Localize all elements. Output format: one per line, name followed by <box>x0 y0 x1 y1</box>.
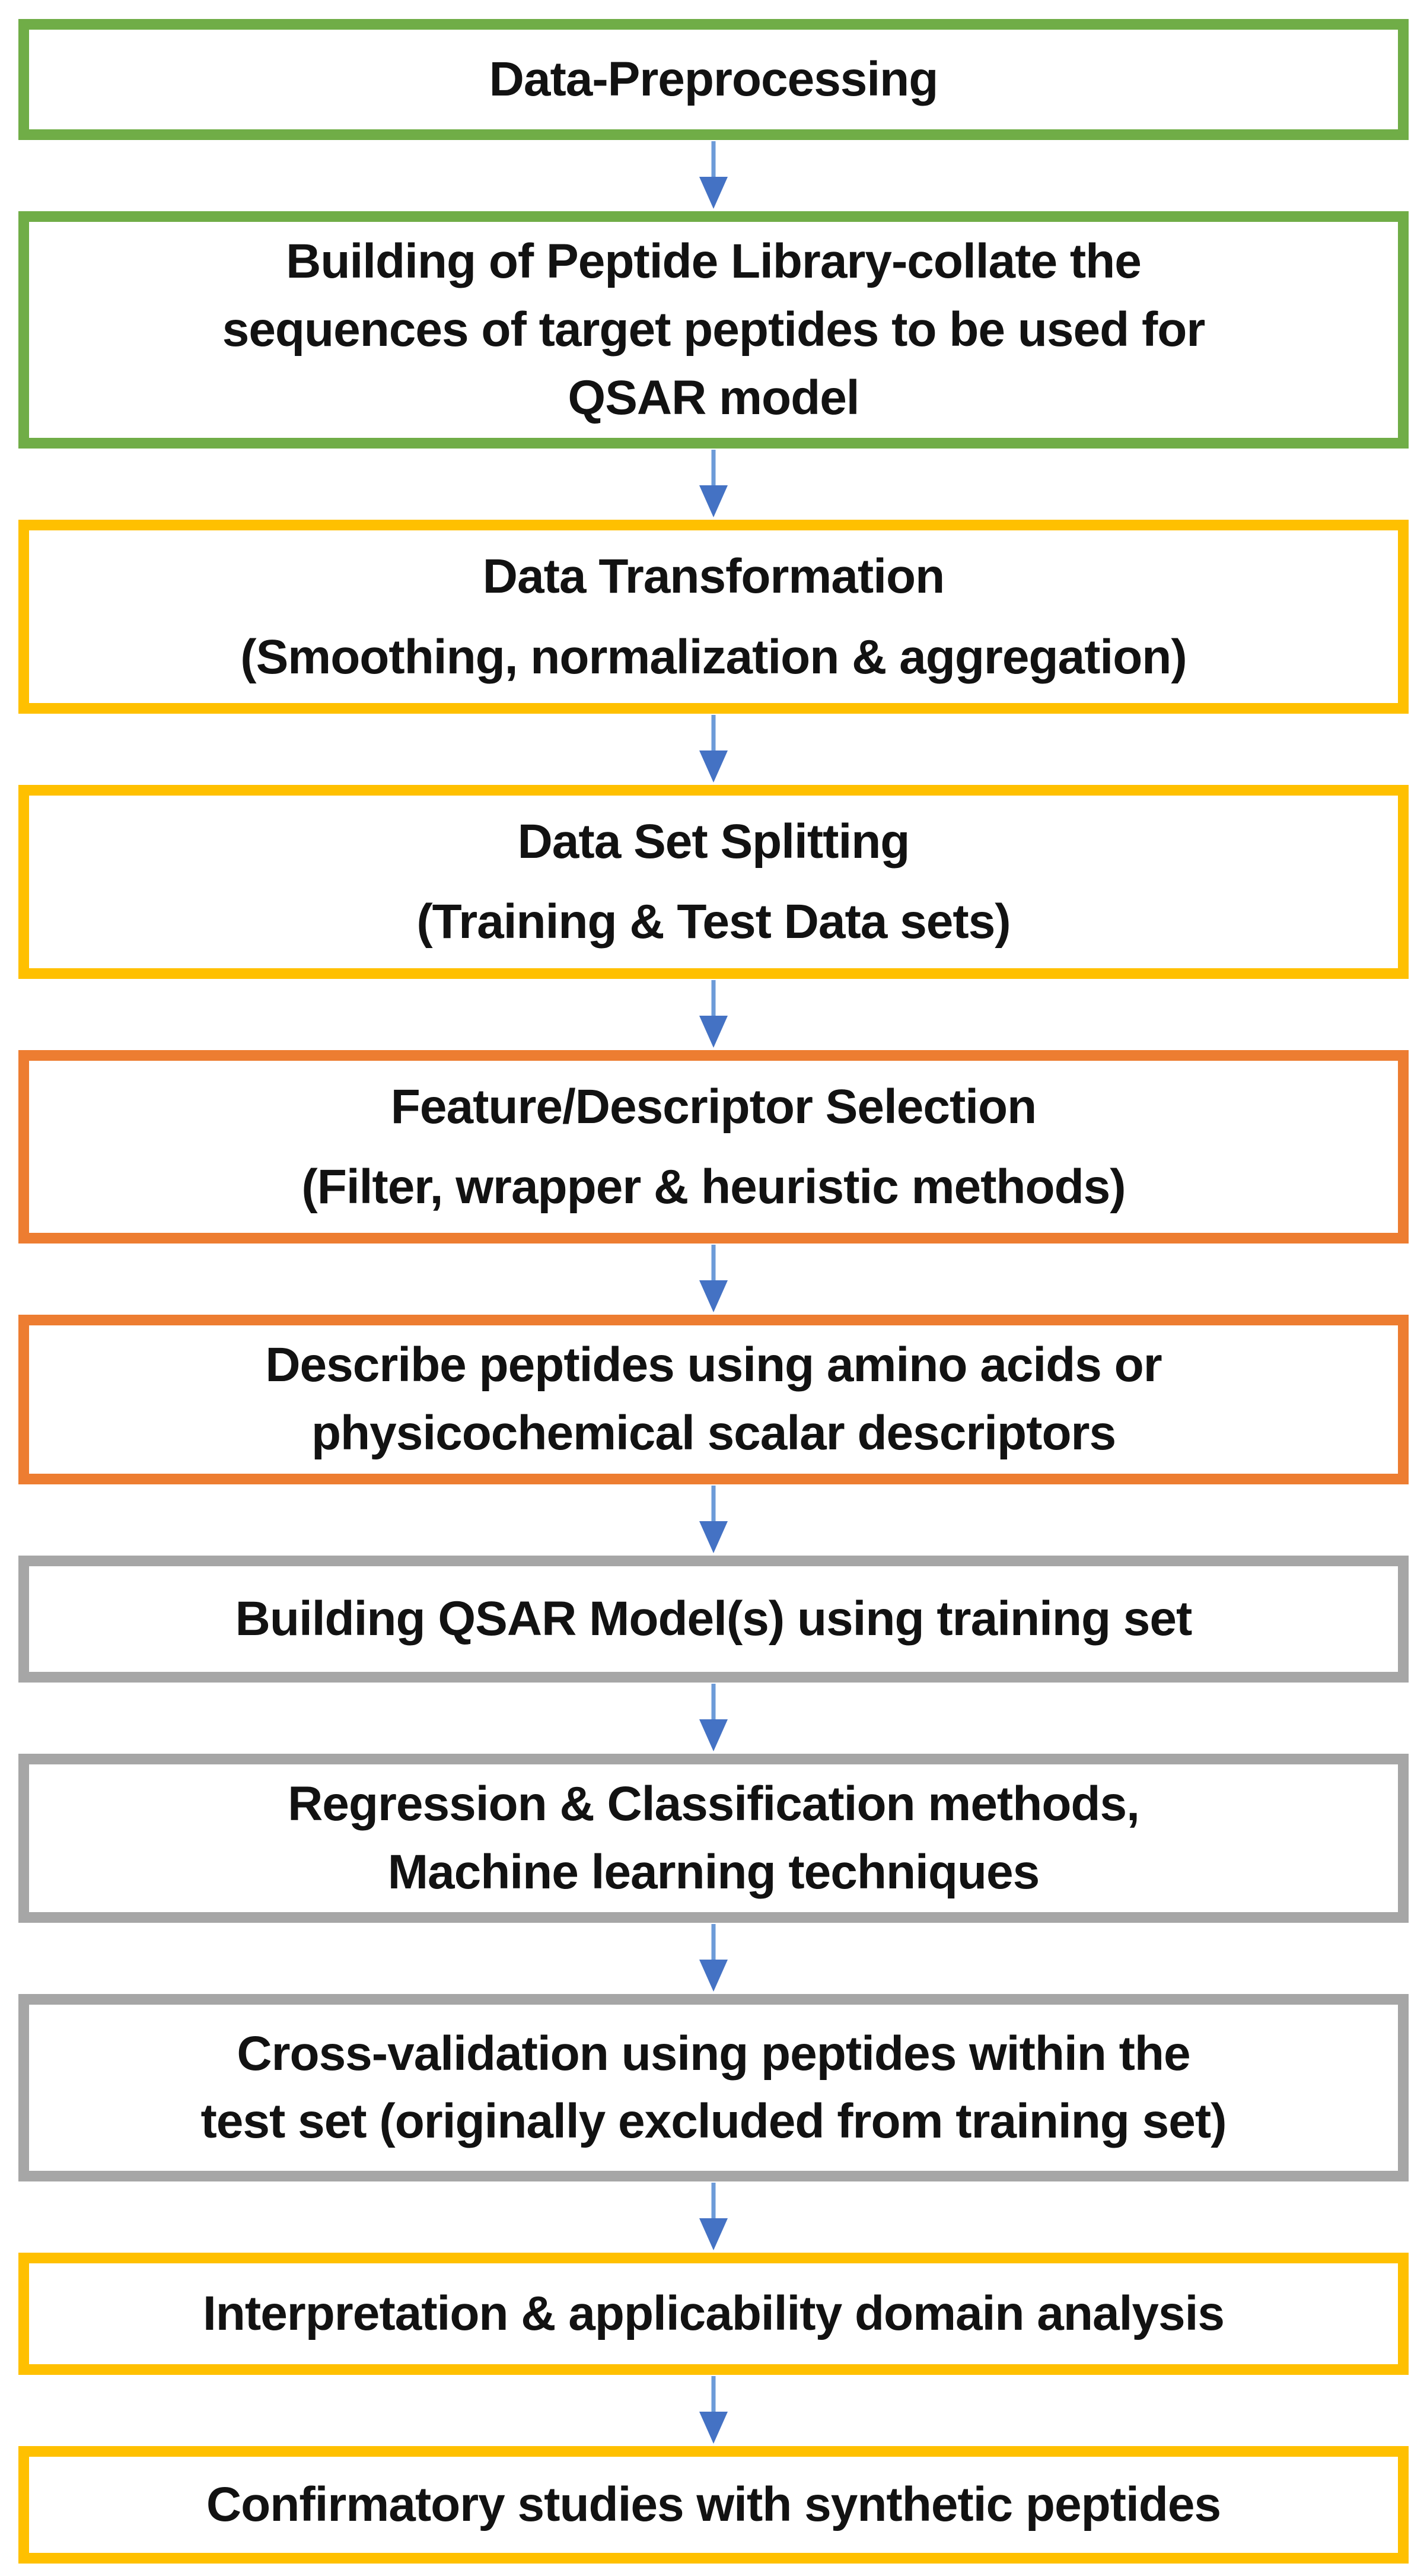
flow-step-label: Feature/Descriptor Selection (Filter, wr… <box>301 1079 1126 1214</box>
arrow-down-icon <box>699 714 728 783</box>
flow-step-data-preprocessing: Data-Preprocessing <box>18 19 1409 140</box>
flow-step-regression-classification: Regression & Classification methods, Mac… <box>18 1753 1409 1923</box>
arrow-down-icon <box>699 1683 728 1751</box>
flow-step-cross-validation: Cross-validation using peptides within t… <box>18 1994 1409 2182</box>
flow-step-data-transformation: Data Transformation (Smoothing, normaliz… <box>18 520 1409 714</box>
flow-step-feature-selection: Feature/Descriptor Selection (Filter, wr… <box>18 1050 1409 1244</box>
flow-step-label: Building of Peptide Library-collate the … <box>222 234 1206 425</box>
flow-step-label: Data Transformation (Smoothing, normaliz… <box>240 549 1187 684</box>
arrow-down-icon <box>699 979 728 1048</box>
arrow-down-icon <box>699 1924 728 1992</box>
flow-step-interpretation-domain: Interpretation & applicability domain an… <box>18 2253 1409 2375</box>
arrow-down-icon <box>699 1485 728 1553</box>
arrow-down-icon <box>699 1245 728 1313</box>
flow-step-label: Describe peptides using amino acids or p… <box>265 1338 1162 1460</box>
flow-step-label: Cross-validation using peptides within t… <box>200 2026 1227 2149</box>
flow-step-confirmatory-studies: Confirmatory studies with synthetic pept… <box>18 2446 1409 2564</box>
arrow-down-icon <box>699 2183 728 2251</box>
arrow-down-icon <box>699 2376 728 2444</box>
arrow-down-icon <box>699 141 728 209</box>
flow-step-data-set-splitting: Data Set Splitting (Training & Test Data… <box>18 784 1409 979</box>
flow-step-label: Building QSAR Model(s) using training se… <box>235 1591 1193 1646</box>
flow-step-label: Confirmatory studies with synthetic pept… <box>206 2478 1221 2532</box>
flow-step-building-qsar-model: Building QSAR Model(s) using training se… <box>18 1555 1409 1683</box>
flow-step-describe-peptides: Describe peptides using amino acids or p… <box>18 1315 1409 1484</box>
flow-step-label: Interpretation & applicability domain an… <box>203 2286 1225 2341</box>
flow-step-label: Regression & Classification methods, Mac… <box>288 1776 1140 1899</box>
flow-step-label: Data Set Splitting (Training & Test Data… <box>416 814 1011 949</box>
arrow-down-icon <box>699 450 728 518</box>
flow-step-peptide-library: Building of Peptide Library-collate the … <box>18 211 1409 449</box>
flow-step-label: Data-Preprocessing <box>489 52 939 106</box>
